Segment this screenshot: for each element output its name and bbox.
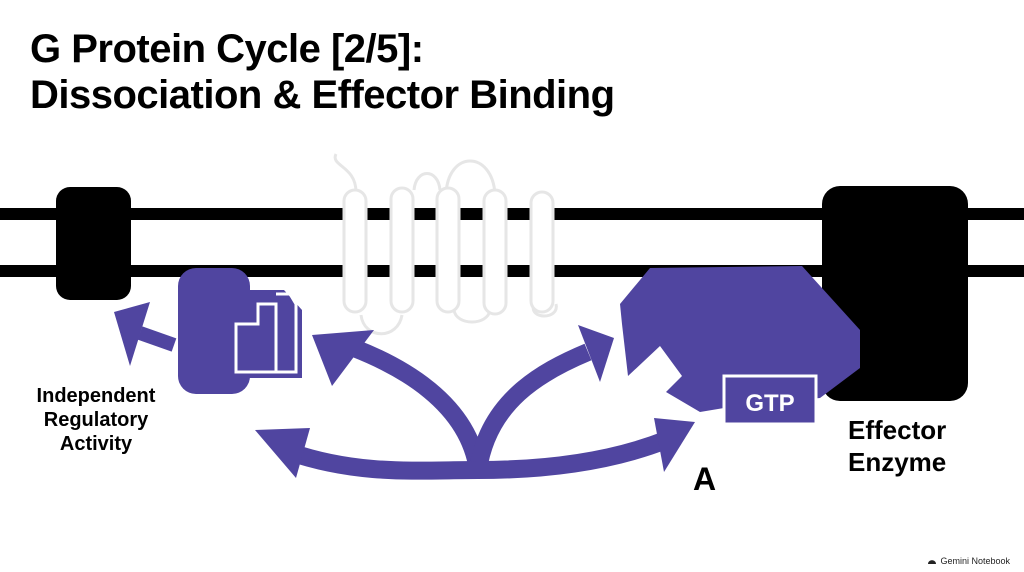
page-title: G Protein Cycle [2/5]: Dissociation & Ef… <box>30 26 615 118</box>
membrane-channel-protein <box>56 187 131 300</box>
gtp-tag: GTP <box>722 374 818 426</box>
watermark-text: Gemini Notebook <box>940 556 1010 566</box>
arrowhead-up-right <box>578 325 614 382</box>
arrowhead-right <box>654 418 695 472</box>
receptor-helix-5 <box>529 190 555 314</box>
effector-enzyme-line-2: Enzyme <box>848 447 947 477</box>
independent-activity-line-1: Independent <box>36 385 156 407</box>
independent-activity-label: Independent Regulatory Activity <box>16 384 176 456</box>
marker-label: A <box>693 461 717 497</box>
title-line-1: G Protein Cycle [2/5]: <box>30 27 424 71</box>
independent-activity-line-2: Regulatory <box>43 409 149 431</box>
arrowhead-left <box>255 428 310 478</box>
receptor-helix-1 <box>342 188 368 314</box>
beta-gamma-subunit <box>178 268 302 394</box>
arrowhead-up-left <box>312 330 374 386</box>
title-line-2: Dissociation & Effector Binding <box>30 73 615 117</box>
effector-enzyme-line-1: Effector <box>848 415 947 445</box>
independent-activity-line-3: Activity <box>59 433 133 455</box>
receptor-helix-2 <box>389 186 415 314</box>
arrow-to-independent-activity <box>114 302 177 366</box>
receptor-helix-4 <box>482 188 508 316</box>
arrowheads <box>255 325 695 478</box>
receptor-shape <box>333 153 558 336</box>
membrane-outer-line <box>0 208 1024 220</box>
effector-enzyme-label: Effector Enzyme <box>848 414 946 478</box>
receptor-helix-3 <box>435 186 461 314</box>
notebook-logo-icon <box>928 560 937 564</box>
branching-arrows <box>287 339 670 480</box>
watermark: Gemini Notebook <box>927 556 1010 566</box>
gtp-label: GTP <box>745 390 794 417</box>
